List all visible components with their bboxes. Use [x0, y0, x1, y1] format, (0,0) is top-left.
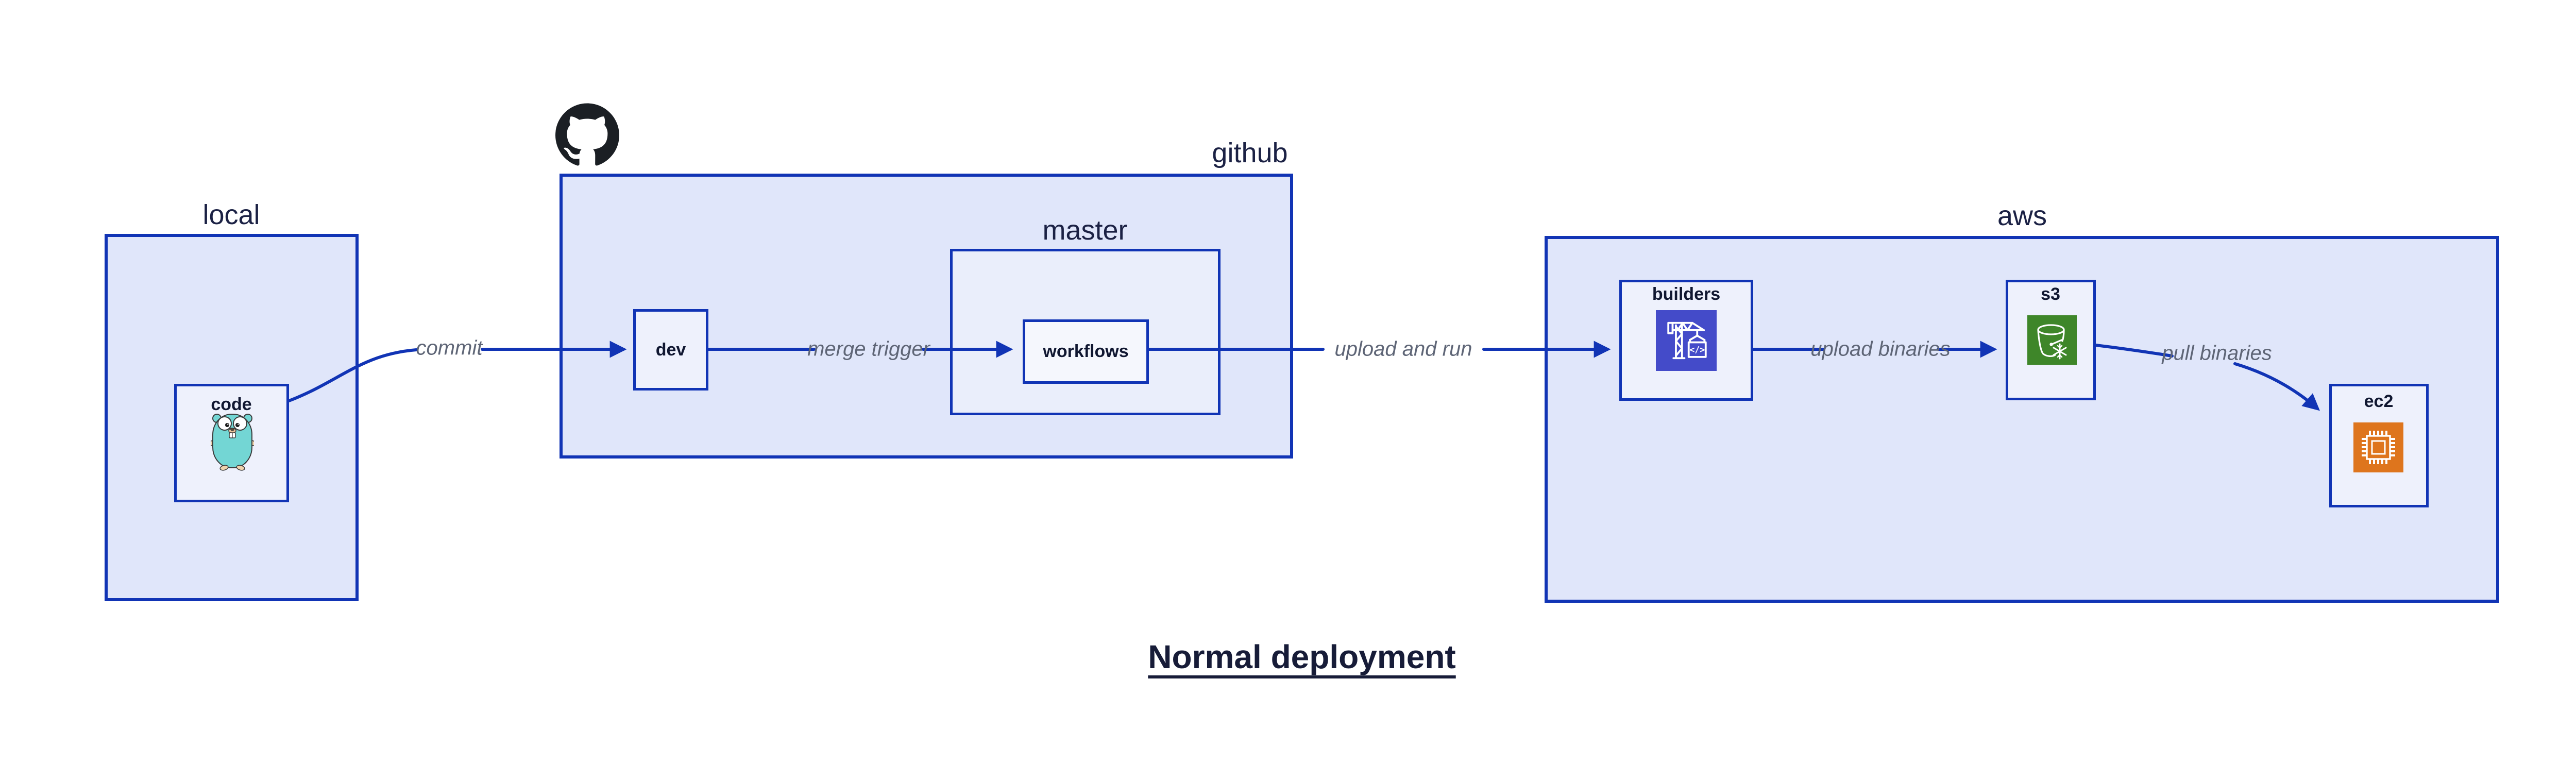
node-workflows: workflows [1023, 319, 1149, 384]
container-label-local: local [202, 199, 260, 230]
go-gopher-icon [211, 411, 254, 471]
container-label-github: github [1212, 138, 1288, 168]
node-label-workflows: workflows [1043, 342, 1129, 361]
node-label-dev: dev [655, 339, 686, 360]
node-dev: dev [633, 309, 708, 390]
aws-codebuild-icon: </> [1656, 310, 1717, 371]
edge-label-pull-binaries: pull binaries [2162, 342, 2272, 365]
node-label-builders: builders [1652, 284, 1721, 304]
node-label-s3: s3 [2041, 284, 2060, 304]
edge-label-upload-and-run: upload and run [1334, 337, 1472, 361]
diagram-title: Normal deployment [1148, 638, 1456, 675]
container-label-aws: aws [1997, 200, 2047, 231]
edge-label-merge-trigger: merge trigger [807, 337, 930, 361]
node-label-ec2: ec2 [2364, 392, 2394, 411]
aws-ec2-icon [2353, 422, 2403, 472]
codebuild-code-glyph: </> [1689, 345, 1705, 355]
aws-s3-glacier-icon [2027, 315, 2077, 365]
node-label-code: code [211, 395, 252, 414]
container-label-master: master [1042, 215, 1128, 246]
github-octocat-icon [555, 103, 619, 166]
edge-label-commit: commit [416, 336, 483, 360]
edge-label-upload-binaries: upload binaries [1810, 337, 1951, 361]
